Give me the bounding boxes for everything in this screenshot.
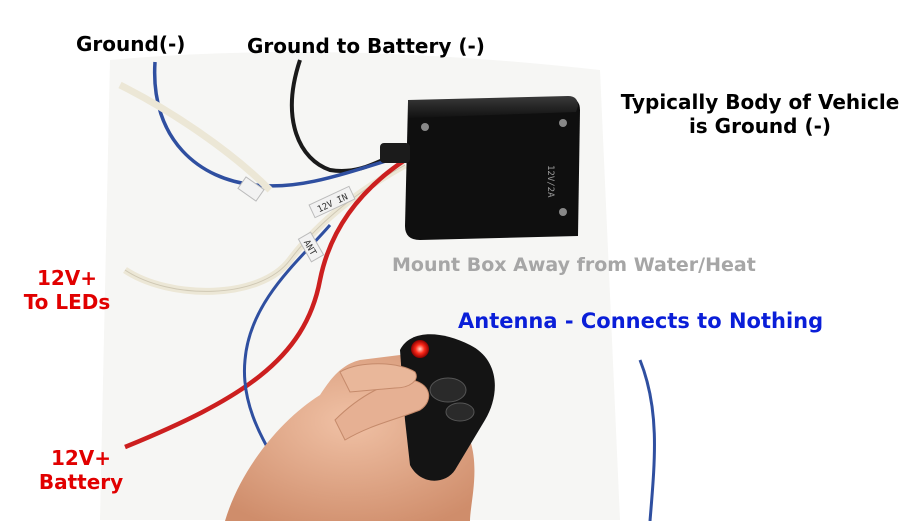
hand-with-remote [225,334,495,521]
box-screw-icon [559,119,567,127]
antenna-wire [638,359,656,521]
label-body-ground: Typically Body of Vehicle is Ground (-) [600,90,920,138]
label-mount-box: Mount Box Away from Water/Heat [392,254,756,276]
white-wire-led-outline [124,164,406,292]
label-leds-line2: To LEDs [23,290,111,314]
blue-wire-down [242,224,332,471]
label-antenna: Antenna - Connects to Nothing [458,309,824,333]
label-12v-to-leds: 12V+ To LEDs [12,266,122,314]
box-side-text: 12V/2A [545,165,555,198]
label-leds-line1: 12V+ [36,266,98,290]
label-battery-line1: 12V+ [50,446,112,470]
remote-button-icon [429,377,467,403]
label-battery-line2: Battery [38,470,124,494]
wire-tag-12v [237,176,265,202]
label-body-line1: Typically Body of Vehicle [620,90,900,114]
label-body-line2: is Ground (-) [688,114,832,138]
receiver-box: 12V/2A [380,96,580,240]
remote-button-icon [445,402,475,422]
remote-led-icon [411,340,429,358]
red-wire-battery [124,158,407,450]
box-screw-icon [421,123,429,131]
label-12v-battery: 12V+ Battery [26,446,136,494]
label-ground-to-battery: Ground to Battery (-) [247,34,485,58]
white-wire-top [118,81,273,193]
box-screw-icon [559,208,567,216]
label-ground: Ground(-) [76,32,186,56]
